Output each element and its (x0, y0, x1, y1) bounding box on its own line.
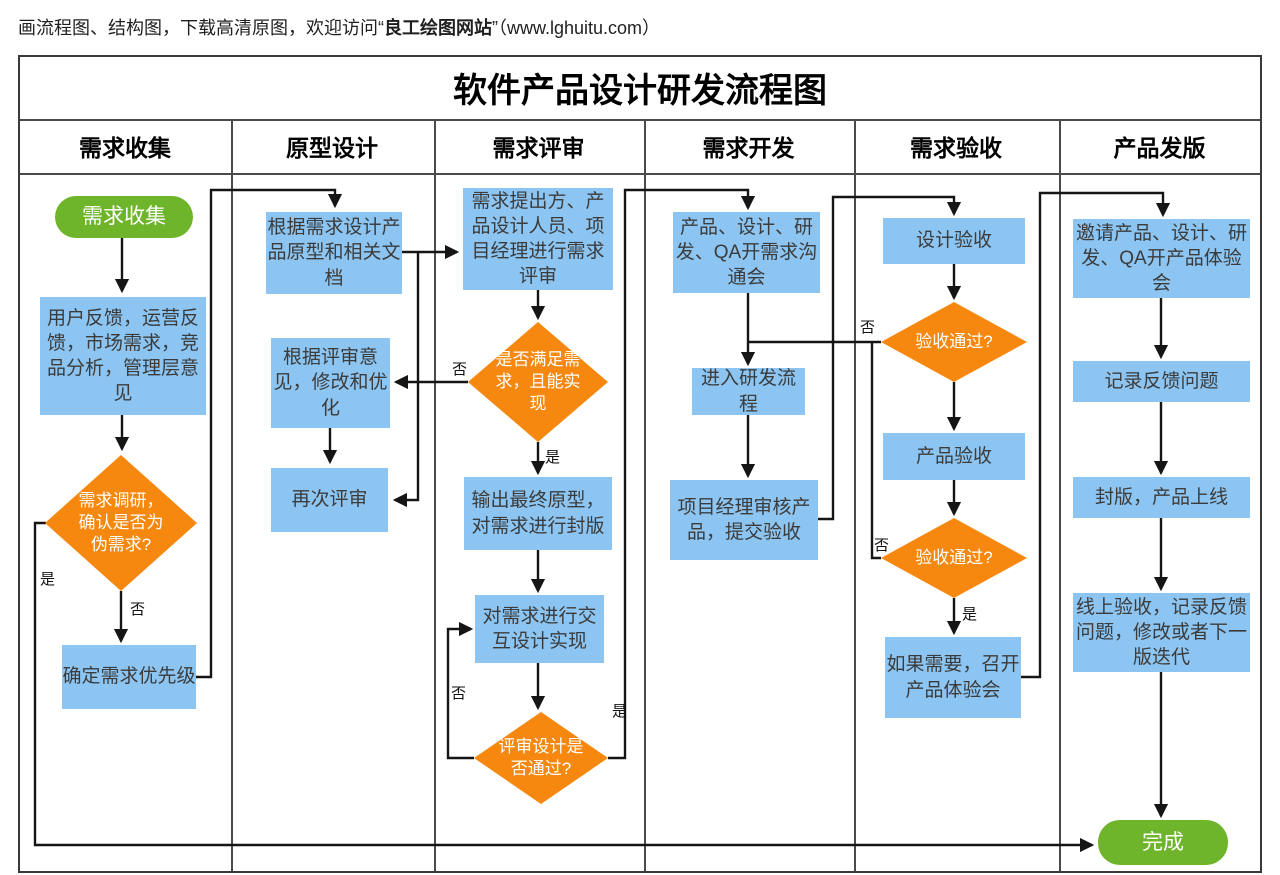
column-header-accept: 需求验收 (910, 135, 1002, 161)
banner-prefix: 画流程图、结构图，下载高清原图，欢迎访问“ (18, 18, 384, 38)
node-re-review: 再次评审 (271, 468, 388, 532)
node-finalize-prototype: 输出最终原型，对需求进行封版 (464, 477, 612, 550)
column-header-develop: 需求开发 (702, 135, 795, 161)
label-accept2-no: 否 (874, 537, 890, 554)
label-accept1-no: 否 (860, 319, 876, 336)
label-research-no: 否 (130, 601, 146, 618)
column-divider-3 (644, 121, 646, 871)
node-product-accept: 产品验收 (883, 433, 1025, 480)
node-accept-decision-1-label: 验收通过? (915, 331, 993, 351)
column-divider-2 (434, 121, 436, 871)
node-design-accept: 设计验收 (883, 218, 1025, 264)
column-header-release: 产品发版 (1113, 135, 1206, 161)
node-interaction-design: 对需求进行交互设计实现 (475, 595, 604, 663)
node-seal-launch: 封版，产品上线 (1073, 477, 1250, 518)
diagram-frame (18, 55, 1262, 873)
node-research-decision-label: 需求调研，确认是否为伪需求? (78, 490, 164, 555)
node-satisfy-decision-label: 是否满足需求，且能实现 (495, 349, 581, 414)
node-design-prototype: 根据需求设计产品原型和相关文档 (266, 212, 402, 294)
title-separator (20, 119, 1260, 121)
node-done: 完成 (1098, 820, 1228, 865)
column-header-review: 需求评审 (492, 135, 585, 161)
node-collect-sources: 用户反馈，运营反馈，市场需求，竞品分析，管理层意见 (40, 297, 206, 415)
column-divider-1 (231, 121, 233, 871)
node-invite-experience: 邀请产品、设计、研发、QA开产品体验会 (1073, 219, 1250, 298)
label-research-yes: 是 (40, 571, 56, 588)
node-pm-review: 项目经理审核产品，提交验收 (670, 480, 818, 560)
label-satisfy-yes: 是 (545, 449, 561, 466)
node-start: 需求收集 (55, 196, 193, 238)
label-designpass-no: 否 (451, 685, 467, 702)
column-header-prototype: 原型设计 (286, 135, 378, 161)
node-record-feedback: 记录反馈问题 (1073, 361, 1250, 402)
label-satisfy-no: 否 (452, 361, 468, 378)
node-set-priority: 确定需求优先级 (62, 645, 196, 709)
label-accept2-yes: 是 (962, 606, 978, 623)
node-review-meeting: 需求提出方、产品设计人员、项目经理进行需求评审 (463, 188, 613, 290)
label-designpass-yes: 是 (612, 703, 628, 720)
node-dev-process: 进入研发流程 (692, 368, 805, 415)
banner-suffix: ”（www.lghuitu.com） (492, 18, 661, 38)
column-divider-4 (854, 121, 856, 871)
node-experience-meeting: 如果需要，召开产品体验会 (885, 637, 1021, 718)
header-separator (20, 173, 1260, 175)
node-accept-decision-2-label: 验收通过? (915, 547, 993, 567)
node-dev-kickoff: 产品、设计、研发、QA开需求沟通会 (673, 212, 820, 293)
column-divider-5 (1059, 121, 1061, 871)
node-design-pass-decision-label: 评审设计是否通过? (498, 736, 584, 778)
node-revise-optimize: 根据评审意见，修改和优化 (271, 338, 390, 428)
node-online-accept: 线上验收，记录反馈问题，修改或者下一版迭代 (1073, 593, 1250, 672)
banner-brand: 良工绘图网站 (384, 18, 492, 38)
site-banner: 画流程图、结构图，下载高清原图，欢迎访问“良工绘图网站”（www.lghuitu… (18, 14, 660, 40)
column-header-collect: 需求收集 (79, 135, 171, 161)
page-title: 软件产品设计研发流程图 (453, 71, 827, 110)
